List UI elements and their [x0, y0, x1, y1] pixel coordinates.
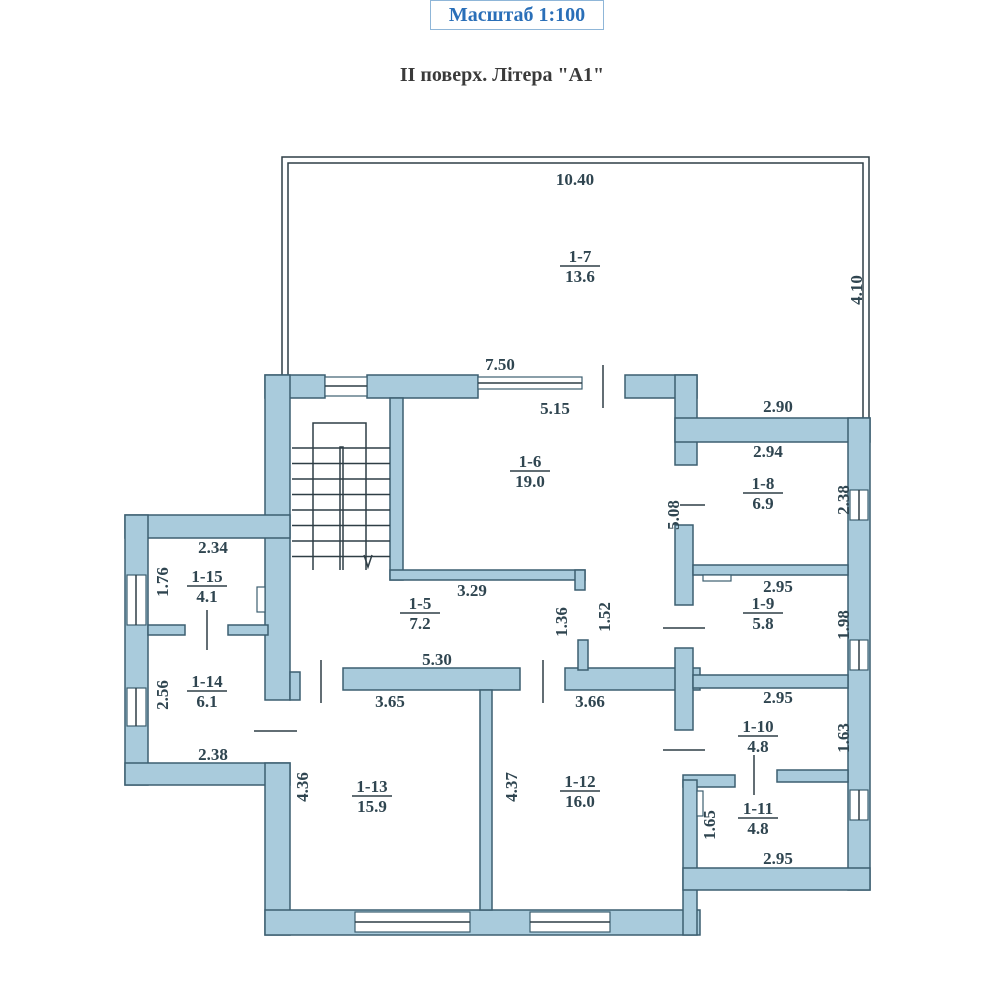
- room-area: 13.6: [565, 267, 595, 286]
- dimension-label: 2.90: [763, 397, 793, 416]
- dimension-label: 7.50: [485, 355, 515, 374]
- dimension-label: 3.29: [457, 581, 487, 600]
- dimension-label: 1.63: [834, 723, 853, 753]
- dimension-label: 10.40: [556, 170, 594, 189]
- room-number: 1-5: [409, 594, 432, 613]
- floor-title: II поверх. Літера "A1": [399, 64, 605, 86]
- staircase: [292, 422, 390, 570]
- dimension-label: 2.95: [763, 577, 793, 596]
- room-label: 1-146.1: [187, 672, 227, 711]
- dimension-label: 2.95: [763, 849, 793, 868]
- dimension-label: 5.30: [422, 650, 452, 669]
- room-number: 1-9: [752, 594, 775, 613]
- dimension-label: 5.08: [664, 500, 683, 530]
- dimension-label: 5.15: [540, 399, 570, 418]
- room-area: 16.0: [565, 792, 595, 811]
- dimension-label: 2.95: [763, 688, 793, 707]
- room-label: 1-619.0: [510, 452, 550, 491]
- windows: [126, 376, 869, 933]
- room-area: 19.0: [515, 472, 545, 491]
- room-number: 1-13: [356, 777, 387, 796]
- room-number: 1-11: [743, 799, 773, 818]
- dimension-label: 1.52: [595, 602, 614, 632]
- dimension-label: 4.37: [502, 772, 521, 802]
- dimension-label: 3.65: [375, 692, 405, 711]
- room-area: 4.1: [196, 587, 217, 606]
- dimension-labels: 10.40 4.10 7.50 5.15 2.90 2.94 5.08 2.38 2.34 1.7…: [153, 170, 866, 868]
- dimension-label: 1.65: [700, 810, 719, 840]
- walls: [124, 374, 871, 936]
- dimension-label: 2.34: [198, 538, 228, 557]
- room-number: 1-14: [191, 672, 223, 691]
- dimension-label: 4.36: [293, 772, 312, 802]
- dimension-label: 2.56: [153, 680, 172, 710]
- room-number: 1-6: [519, 452, 542, 471]
- door-marks: [206, 365, 755, 817]
- room-label: 1-114.8: [738, 799, 778, 838]
- dimension-label: 4.10: [847, 275, 866, 305]
- room-number: 1-8: [752, 474, 775, 493]
- dimension-label: 3.66: [575, 692, 605, 711]
- room-label: 1-86.9: [743, 474, 783, 513]
- room-area: 6.1: [196, 692, 217, 711]
- scale-label: Масштаб 1:100: [430, 0, 604, 30]
- room-number: 1-10: [742, 717, 773, 736]
- dimension-label: 1.36: [552, 607, 571, 637]
- dimension-label: 2.38: [198, 745, 228, 764]
- dimension-label: 2.94: [753, 442, 783, 461]
- room-area: 7.2: [409, 614, 430, 633]
- room-label: 1-154.1: [187, 567, 227, 606]
- room-number: 1-7: [569, 247, 592, 266]
- room-number: 1-15: [191, 567, 222, 586]
- room-area: 15.9: [357, 797, 387, 816]
- room-number: 1-12: [564, 772, 595, 791]
- dimension-label: 1.98: [834, 610, 853, 640]
- balcony-outline: [281, 156, 870, 420]
- room-label: 1-713.6: [560, 247, 600, 286]
- room-label: 1-104.8: [738, 717, 778, 756]
- room-area: 4.8: [747, 819, 768, 838]
- room-area: 5.8: [752, 614, 773, 633]
- dimension-label: 2.38: [834, 485, 853, 515]
- room-area: 4.8: [747, 737, 768, 756]
- room-label: 1-95.8: [743, 594, 783, 633]
- dimension-label: 1.76: [153, 567, 172, 597]
- room-area: 6.9: [752, 494, 773, 513]
- room-label: 1-57.2: [400, 594, 440, 633]
